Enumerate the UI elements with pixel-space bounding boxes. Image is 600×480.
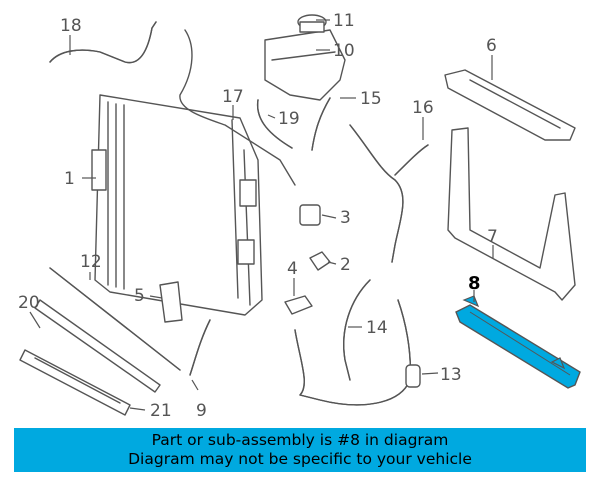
bracket-4-part [284, 295, 313, 315]
callout-16: 16 [412, 98, 434, 118]
callout-18: 18 [60, 16, 82, 36]
callout-2: 2 [340, 255, 351, 275]
hose-17-part [179, 29, 296, 186]
callout-7: 7 [487, 227, 498, 247]
callout-19: 19 [278, 109, 300, 129]
bracket-21-part [19, 349, 131, 416]
banner-line-1: Part or sub-assembly is #8 in diagram [151, 431, 449, 449]
sensor-2-part [309, 251, 331, 271]
hose-15-part [311, 97, 331, 151]
lower-hose-part [294, 299, 412, 406]
frame-7-part [447, 127, 576, 301]
callout-11: 11 [333, 11, 355, 31]
callout-10: 10 [333, 41, 355, 61]
callout-17: 17 [222, 87, 244, 107]
banner-line-2: Diagram may not be specific to your vehi… [128, 450, 472, 468]
callout-3: 3 [340, 208, 351, 228]
strip-20-part [34, 299, 161, 393]
info-banner: Part or sub-assembly is #8 in diagram Di… [14, 428, 586, 472]
callout-20: 20 [18, 293, 40, 313]
callout-14: 14 [366, 318, 388, 338]
sensor-3-part [299, 204, 321, 226]
part-8-shape [455, 304, 581, 389]
callout-9: 9 [196, 401, 207, 421]
callout-6: 6 [486, 36, 497, 56]
callout-4: 4 [287, 259, 298, 279]
highlighted-part-8 [455, 295, 581, 389]
callout-1: 1 [64, 169, 75, 189]
bracket-5-part [159, 281, 183, 323]
callout-21: 21 [150, 401, 172, 421]
shroud-6-part [444, 69, 576, 141]
hose-16-part [349, 124, 404, 263]
coolant-reservoir-part [264, 14, 346, 101]
callout-5: 5 [134, 286, 145, 306]
radiator-part [91, 94, 263, 316]
parts-diagram: 1 2 3 4 5 6 7 8 9 10 11 12 13 14 15 16 1… [18, 11, 581, 421]
fitting-13-part [405, 364, 421, 388]
callout-15: 15 [360, 89, 382, 109]
callout-13: 13 [440, 365, 462, 385]
callout-12: 12 [80, 252, 102, 272]
callout-8: 8 [468, 273, 481, 294]
